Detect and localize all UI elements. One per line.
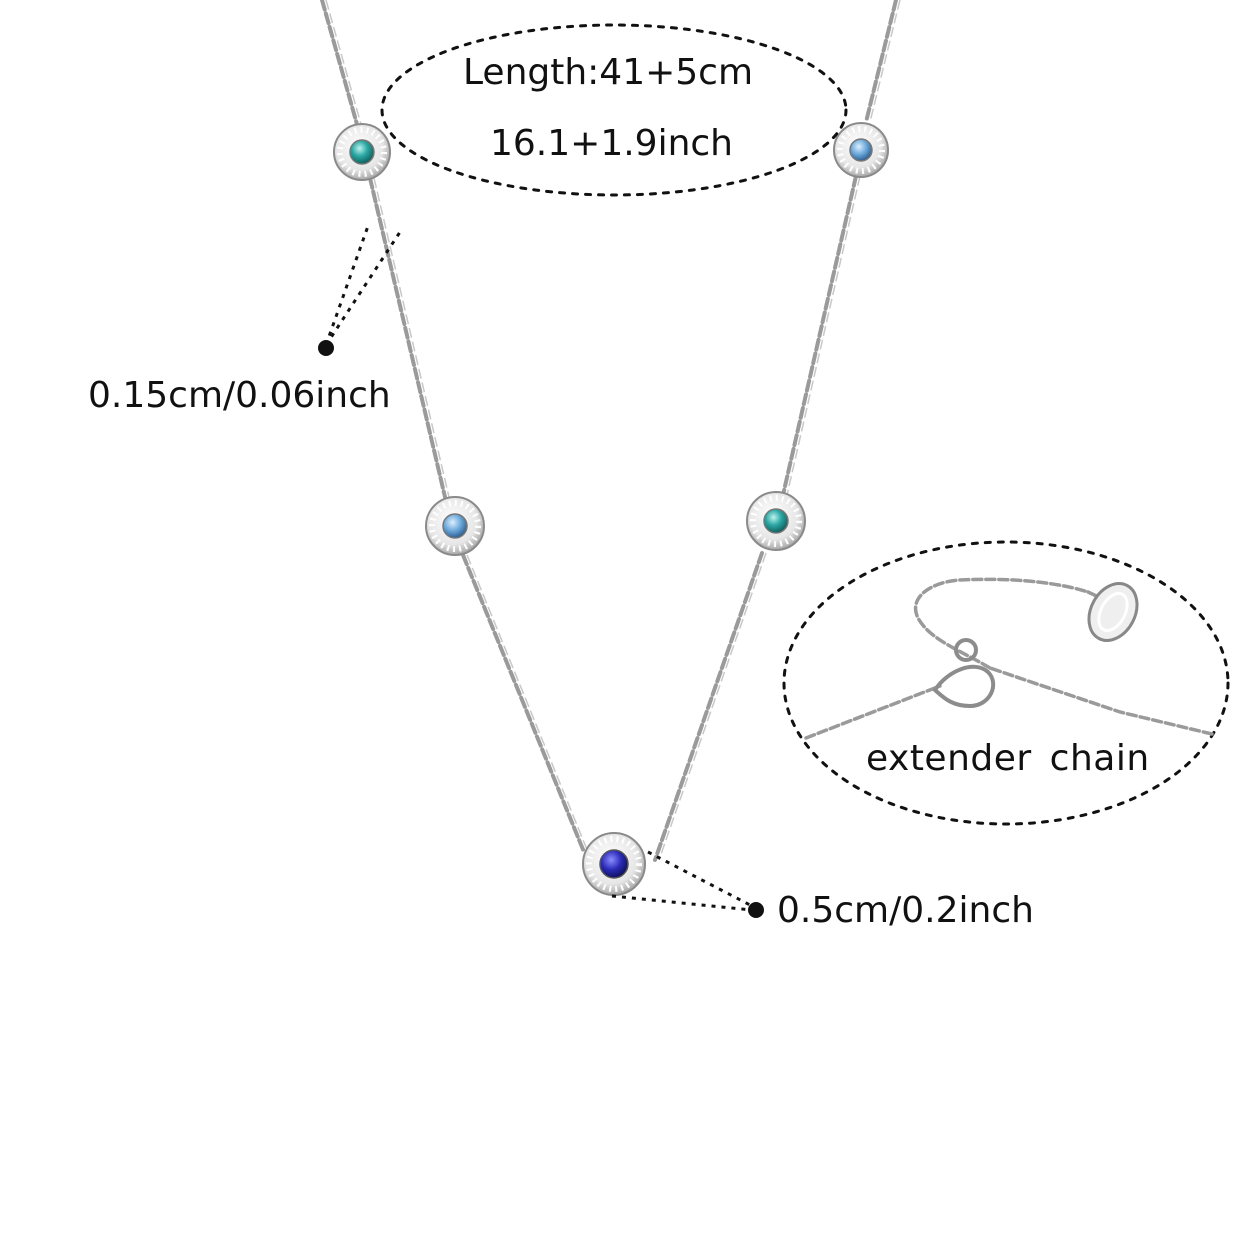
chain-width-label: 0.15cm/0.06inch	[88, 375, 391, 416]
chain-right-mid	[781, 174, 858, 497]
chain-left-lower	[461, 553, 586, 854]
chain-left-upper	[320, 0, 360, 130]
necklace-chain	[320, 0, 898, 862]
charm-diameter-leader	[611, 850, 753, 912]
chain-right-upper	[864, 0, 898, 124]
chain-right-lower	[653, 551, 764, 862]
charm-bottom-center	[582, 832, 646, 896]
lobster-clasp	[932, 638, 996, 709]
charm-mid-right	[746, 491, 806, 551]
extender-callout-ellipse	[782, 540, 1230, 826]
chain-left-mid	[368, 176, 447, 499]
charm-mid-left	[425, 496, 485, 556]
length-metric-label: Length:41+5cm	[463, 52, 754, 93]
length-imperial-label: 16.1+1.9inch	[490, 123, 733, 164]
chain-width-leader	[324, 225, 402, 346]
charm-top-left	[333, 123, 391, 181]
chain-highlight	[325, 0, 901, 861]
extender-tag	[1087, 582, 1139, 642]
length-callout-ellipse	[380, 23, 848, 197]
extender-chain-icon	[804, 577, 1214, 740]
chain-width-dot	[318, 340, 334, 356]
charm-top-right	[833, 122, 889, 178]
extender-chain-label: extender chain	[866, 738, 1150, 779]
charm-diameter-label: 0.5cm/0.2inch	[777, 890, 1034, 931]
charm-diameter-dot	[748, 902, 764, 918]
